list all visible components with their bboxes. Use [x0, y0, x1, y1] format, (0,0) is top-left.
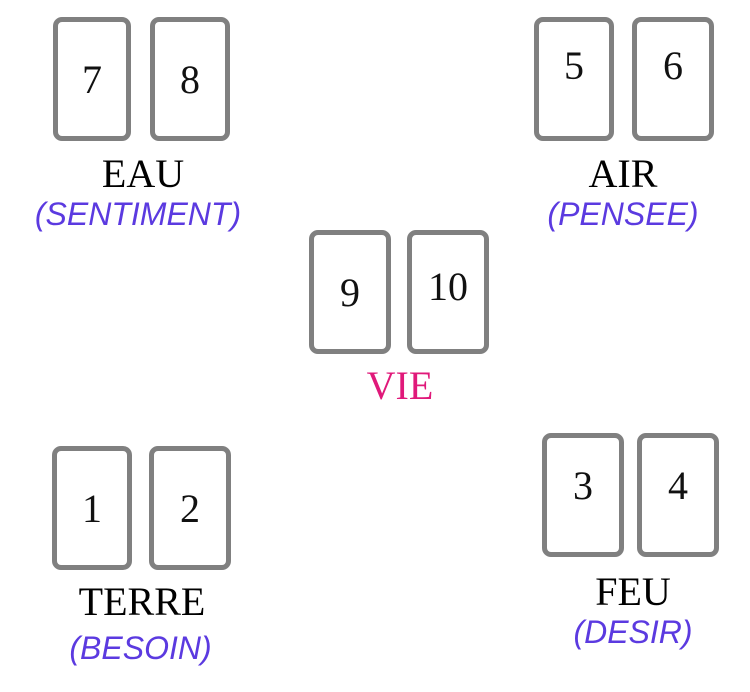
card-number: 7	[82, 56, 102, 102]
card-2: 2	[149, 446, 231, 570]
label-vie: VIE	[366, 363, 434, 408]
sub-eau: (SENTIMENT)	[34, 196, 242, 232]
card-number: 4	[668, 462, 688, 508]
card-number: 1	[82, 485, 102, 531]
label-feu: FEU	[595, 569, 671, 614]
card-5: 5	[534, 17, 614, 141]
card-1: 1	[52, 446, 132, 570]
card-6: 6	[632, 17, 714, 141]
label-air: AIR	[588, 151, 658, 196]
sub-terre: (BESOIN)	[69, 630, 212, 666]
card-10: 10	[407, 230, 489, 354]
card-number: 9	[340, 269, 360, 315]
card-9: 9	[309, 230, 391, 354]
card-4: 4	[637, 433, 719, 557]
card-number: 2	[180, 485, 200, 531]
card-number: 5	[564, 42, 584, 88]
label-eau: EAU	[101, 151, 185, 196]
sub-air: (PENSEE)	[547, 196, 699, 232]
card-number: 10	[428, 263, 468, 309]
card-3: 3	[542, 433, 624, 557]
card-number: 6	[663, 42, 683, 88]
label-terre: TERRE	[78, 579, 206, 624]
card-number: 8	[180, 56, 200, 102]
card-7: 7	[53, 17, 131, 141]
sub-feu: (DESIR)	[573, 614, 693, 650]
card-8: 8	[150, 17, 230, 141]
card-number: 3	[573, 462, 593, 508]
